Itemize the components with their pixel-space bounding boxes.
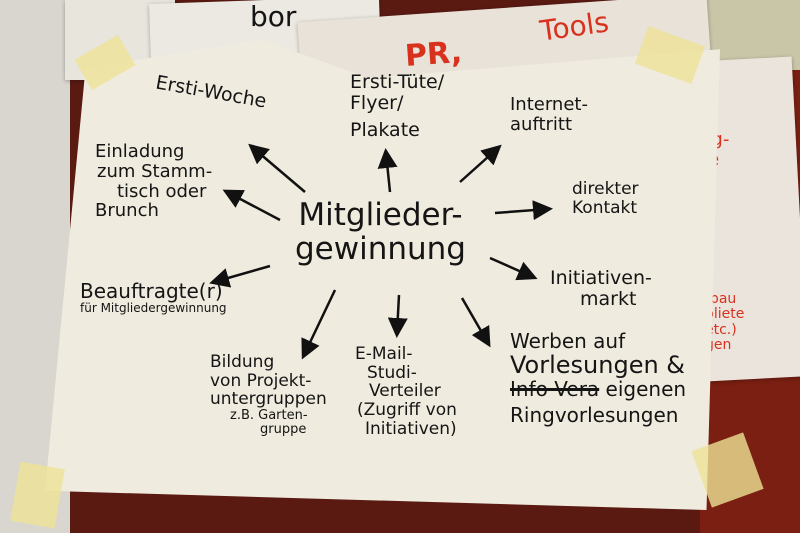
arrow-kontakt [494,200,553,221]
arrow-ersti-tuete [377,148,398,193]
center-topic: Mitglieder-gewinnung [295,197,466,268]
mindmap-poster [45,39,720,510]
arrow-werben [460,297,491,348]
background-note-bor: bor [250,0,297,33]
arrow-bildung [301,289,337,360]
arrow-internet [459,144,502,183]
arrow-einladung [222,189,281,222]
node-ersti-tuete: Ersti-Tüte/Flyer/Plakate [350,71,445,141]
arrow-email [387,294,408,338]
node-internet: Internet-auftritt [510,94,588,135]
arrow-initiativenmarkt [489,256,538,281]
node-werben: Werben auf Vorlesungen & Info-Vera eigen… [510,329,687,428]
node-initiativenmarkt: Initiativen-markt [550,267,652,310]
arrow-beauftragte [209,264,271,288]
node-beauftragte: Beauftragte(r)für Mitgliedergewinnung [80,279,227,315]
arrow-ersti-woche [248,143,306,193]
